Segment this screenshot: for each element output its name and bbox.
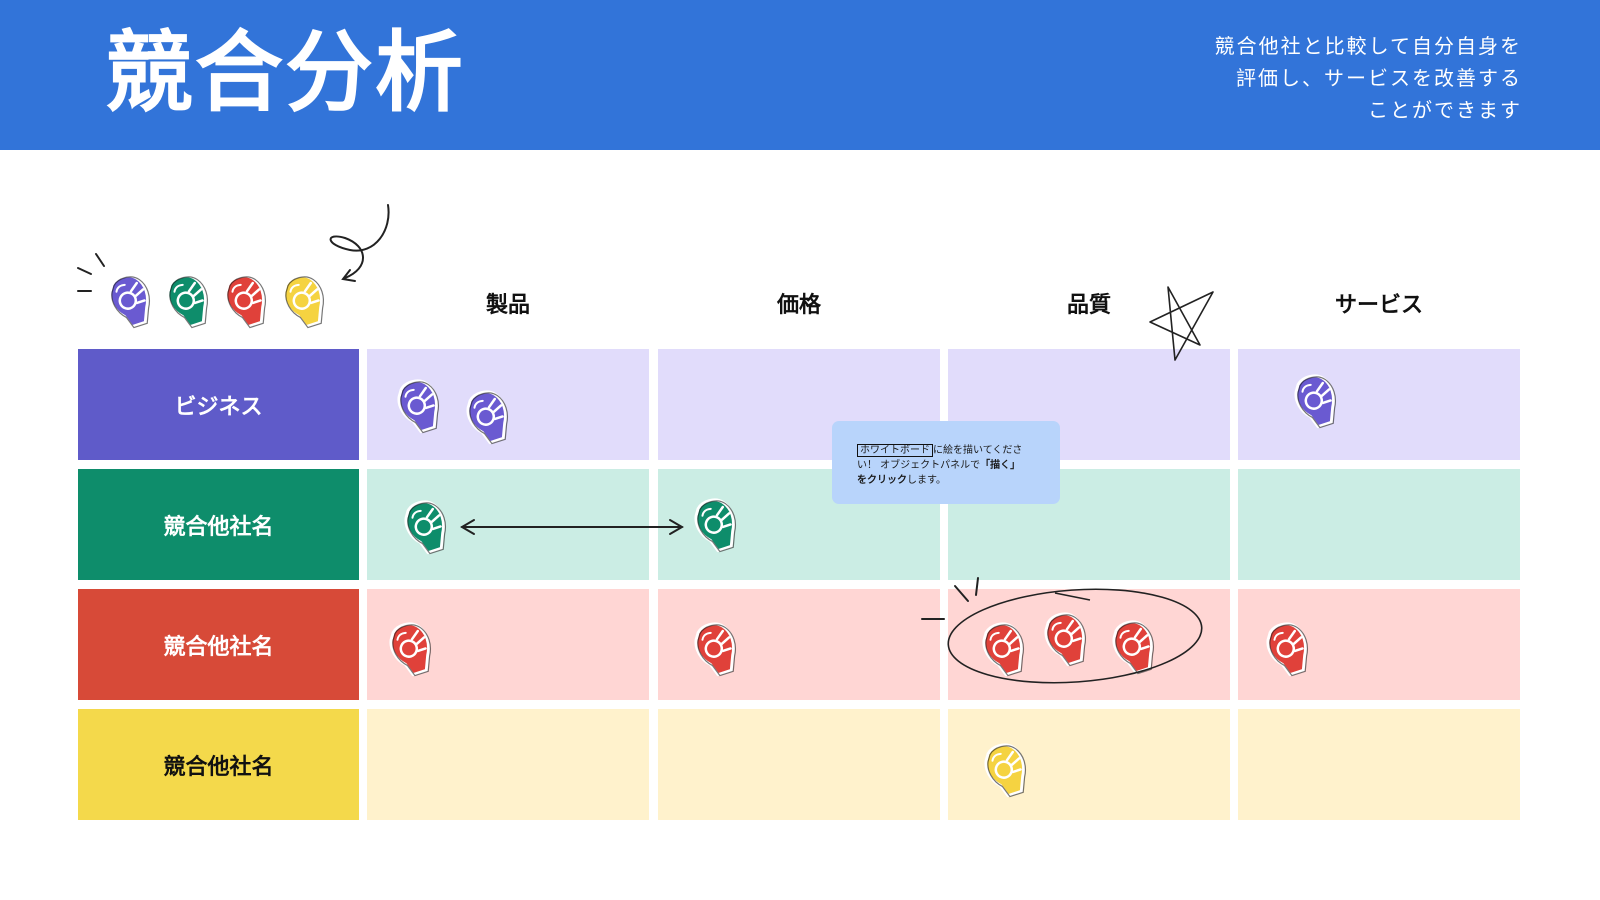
page-subtitle: 競合他社と比較して自分自身を 評価し、サービスを改善する ことができます (1102, 30, 1522, 126)
row-label-competitor-3: 競合他社名 (78, 709, 359, 820)
note-bold-text: 「描く」 (980, 460, 1021, 471)
grid-cell[interactable] (1238, 469, 1520, 580)
ok-hand-icon[interactable] (690, 496, 742, 554)
row-label-competitor-1: 競合他社名 (78, 469, 359, 580)
ok-hand-icon[interactable] (104, 272, 156, 330)
ok-hand-icon[interactable] (1040, 610, 1092, 668)
instruction-sticky-note[interactable]: ホワイトボードに絵を描いてくださ い！ オブジェクトパネルで「描く」 をクリック… (832, 421, 1060, 504)
grid-cell[interactable] (1238, 709, 1520, 820)
ok-hand-icon[interactable] (462, 388, 514, 446)
column-header-service: サービス (1334, 293, 1423, 318)
column-header-product: 製品 (485, 293, 530, 318)
ok-hand-icon[interactable] (978, 620, 1030, 678)
note-text: い！ オブジェクトパネルで (857, 460, 981, 471)
header-banner: 競合分析 競合他社と比較して自分自身を 評価し、サービスを改善する ことができま… (0, 0, 1600, 150)
grid-cell[interactable] (658, 709, 940, 820)
subtitle-line: ことができます (1368, 98, 1522, 122)
ok-hand-icon[interactable] (1262, 620, 1314, 678)
ok-hand-icon[interactable] (1108, 618, 1160, 676)
note-bold-text: をクリック (857, 475, 907, 486)
ok-hand-icon[interactable] (980, 741, 1032, 799)
ok-hand-icon[interactable] (385, 620, 437, 678)
subtitle-line: 評価し、サービスを改善する (1236, 66, 1522, 90)
page-title: 競合分析 (105, 21, 466, 124)
grid-cell[interactable] (1238, 349, 1520, 460)
ok-hand-icon[interactable] (400, 498, 452, 556)
ok-hand-icon[interactable] (162, 272, 214, 330)
note-boxed-text: ホワイトボード (857, 444, 933, 457)
row-label-competitor-2: 競合他社名 (78, 589, 359, 700)
ok-hand-icon[interactable] (690, 620, 742, 678)
ok-hand-icon[interactable] (278, 272, 330, 330)
ok-hand-icon[interactable] (220, 272, 272, 330)
ok-hand-icon[interactable] (393, 377, 445, 435)
column-header-price: 価格 (776, 293, 821, 318)
row-label-business: ビジネス (78, 349, 359, 460)
grid-cell[interactable] (367, 709, 649, 820)
note-text: に絵を描いてくださ (933, 445, 1023, 456)
ok-hand-icon[interactable] (1290, 372, 1342, 430)
subtitle-line: 競合他社と比較して自分自身を (1214, 34, 1522, 58)
burst-doodle (77, 253, 105, 292)
curly-arrow-doodle (329, 204, 390, 279)
note-text: します。 (907, 475, 946, 486)
column-header-quality: 品質 (1066, 293, 1111, 318)
